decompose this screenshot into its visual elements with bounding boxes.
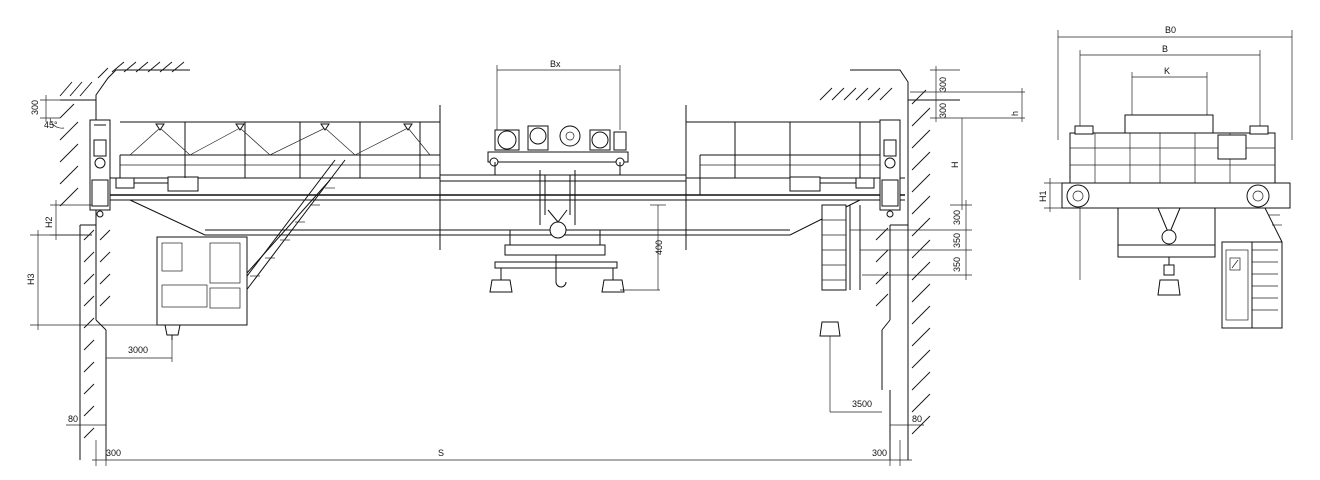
main-girder — [108, 174, 905, 236]
left-dimensions: 300 45° H2 H3 3000 80 — [26, 95, 173, 426]
hook-block — [489, 170, 625, 293]
b-label: B — [1162, 44, 1168, 54]
left-80-label: 80 — [68, 414, 78, 424]
bx-label: Bx — [550, 59, 561, 69]
h3-label: H3 — [26, 273, 36, 285]
h1-label: H1 — [1038, 190, 1048, 202]
h2-label: H2 — [44, 216, 54, 228]
left-railing — [119, 105, 441, 250]
dim-3500-label: 3500 — [852, 399, 872, 409]
h-big-label: H — [950, 162, 960, 169]
k-label: K — [1164, 66, 1170, 76]
right-wall — [819, 69, 960, 460]
r350a-label: 350 — [952, 233, 962, 248]
right-300-bottom-label: 300 — [872, 448, 887, 458]
r350b-label: 350 — [952, 257, 962, 272]
left-300-label: 300 — [30, 100, 40, 115]
bo-label: B0 — [1165, 25, 1176, 35]
angle-label: 45° — [44, 120, 58, 130]
trolley — [487, 125, 629, 175]
hook-dimension: 400 — [620, 204, 666, 291]
right-end-carriage — [789, 119, 901, 218]
r300-label: 300 — [952, 210, 962, 225]
h-small-label: h — [1010, 111, 1020, 116]
operator-cab — [156, 236, 248, 340]
dim-3000-label: 3000 — [128, 345, 148, 355]
span-dimension: 300 S 300 80 3500 — [92, 399, 924, 466]
left-end-carriage — [89, 119, 199, 218]
right-dimensions: 300 300 h H 300 350 350 — [850, 66, 1025, 280]
right-railing — [685, 105, 880, 250]
top-300b-label: 300 — [938, 103, 948, 118]
left-300-bottom-label: 300 — [106, 448, 121, 458]
left-wall — [59, 61, 190, 460]
right-80-label: 80 — [912, 414, 922, 424]
hook-dim-label: 400 — [654, 240, 664, 255]
bx-dimension: Bx — [496, 59, 621, 130]
right-ladder — [819, 204, 861, 412]
span-label: S — [438, 448, 444, 458]
top-300a-label: 300 — [938, 77, 948, 92]
side-view: B0 B K H1 — [1038, 25, 1293, 329]
